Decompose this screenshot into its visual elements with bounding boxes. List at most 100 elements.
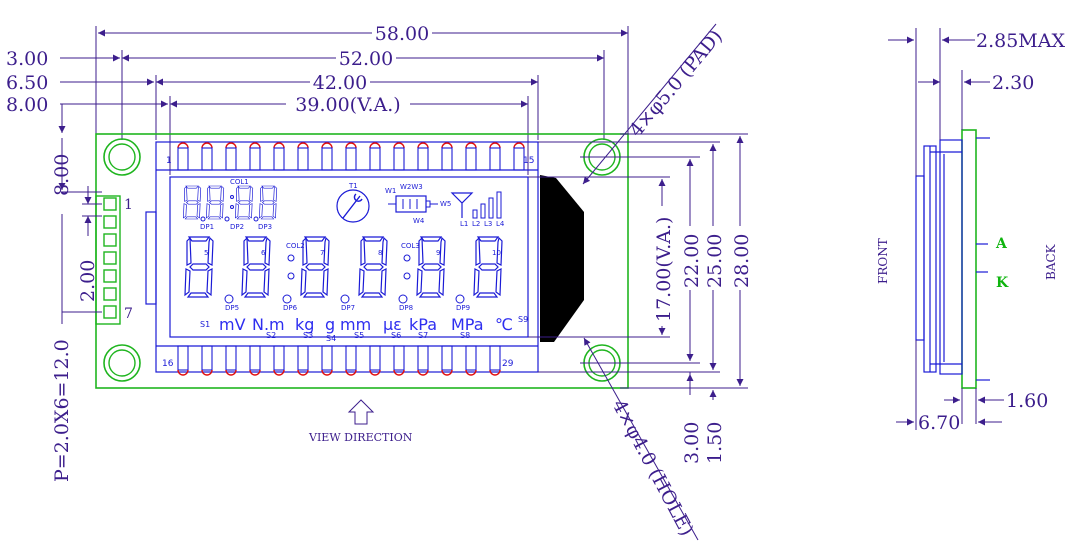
dim-3-bottom-label: 3.00 <box>681 422 703 464</box>
dimension-2-85max: 2.85MAX <box>888 30 1065 52</box>
small-digits <box>183 185 278 220</box>
l3-label: L3 <box>484 220 492 228</box>
unit-mpa: MPa <box>451 315 484 334</box>
dp1-label: DP1 <box>200 223 214 231</box>
w2w3-label: W2W3 <box>400 183 423 191</box>
view-direction-label: VIEW DIRECTION <box>308 431 413 444</box>
unit-kg: kg <box>295 315 314 334</box>
unit-nm: N.m <box>252 315 285 334</box>
digit-5-label: 5 <box>204 249 208 257</box>
dimension-22: 22.00 <box>680 159 703 361</box>
l2-label: L2 <box>472 220 480 228</box>
lcd-pin-15-label: 15 <box>523 156 534 166</box>
pad-callout: 4×φ5.0 (PAD) <box>582 23 727 185</box>
dimension-58: 58.00 <box>98 23 628 45</box>
mounting-hole-top-left <box>103 138 141 176</box>
unit-microstrain: με <box>383 315 402 334</box>
dim-39-label: 39.00(V.A.) <box>295 94 400 116</box>
decimal-points <box>224 254 465 304</box>
dim-2-30-label: 2.30 <box>992 72 1034 94</box>
unit-mm: mm <box>340 315 371 334</box>
dimension-17: 17.00(V.A.) <box>652 179 675 335</box>
connector-pin-7-label: 7 <box>124 306 133 322</box>
dim-58-label: 58.00 <box>375 23 429 45</box>
lcd-pins-top <box>177 142 525 171</box>
backlight-pad-column <box>95 195 121 325</box>
dimension-6-5: 6.50 <box>6 72 154 94</box>
mounting-hole-bottom-left <box>103 344 141 382</box>
s9-label: S9 <box>518 315 528 324</box>
dimension-1-60: 1.60 <box>944 390 1048 412</box>
dimension-3-bottom: 3.00 <box>681 372 703 464</box>
dim-25-label: 25.00 <box>704 234 726 288</box>
dp6-label: DP6 <box>283 304 298 312</box>
s1-label: S1 <box>200 320 210 329</box>
cathode-label: K <box>996 275 1009 291</box>
hole-label: 4×φ4.0 (HOLE) <box>608 396 698 540</box>
l1-label: L1 <box>460 220 468 228</box>
connector-pin-1-label: 1 <box>124 197 133 213</box>
backlight-seal-block <box>540 175 584 342</box>
s6-label: S6 <box>391 331 401 340</box>
unit-g: g <box>325 315 335 334</box>
signal-antenna-icon: L1 L2 L3 L4 <box>450 191 505 228</box>
dp8-label: DP8 <box>399 304 413 312</box>
s2-label: S2 <box>266 331 276 340</box>
digit-9-label: 9 <box>436 249 440 257</box>
dim-6-70-label: 6.70 <box>918 412 960 434</box>
dimension-8-left: 8.00 <box>6 94 168 116</box>
back-label: BACK <box>1044 243 1058 280</box>
dp9-label: DP9 <box>456 304 470 312</box>
dim-3-label: 3.00 <box>6 48 48 70</box>
digit-10-label: 10 <box>492 249 501 257</box>
dimension-2-30: 2.30 <box>918 72 1034 94</box>
unit-annunciators: mV N.m kg g mm με kPa MPa ℃ <box>219 315 513 334</box>
s4-label: S4 <box>326 334 336 343</box>
col3-label: COL3 <box>401 242 420 250</box>
dim-2-vertical-label: 2.00 <box>77 260 99 302</box>
dim-1-5-bottom-label: 1.50 <box>704 422 726 464</box>
dimension-25: 25.00 <box>703 144 726 370</box>
s8-label: S8 <box>460 331 470 340</box>
lcd-pin-1-label: 1 <box>166 156 172 166</box>
s5-label: S5 <box>354 331 364 340</box>
dimension-52: 52.00 <box>122 48 604 70</box>
front-label: FRONT <box>876 238 890 284</box>
digit-7-label: 7 <box>320 249 324 257</box>
digit-6-label: 6 <box>261 249 266 257</box>
unit-mv: mV <box>219 315 246 334</box>
dimension-6-70: 6.70 <box>896 412 1002 434</box>
side-view: A K FRONT BACK <box>876 129 1058 389</box>
dimension-28: 28.00 <box>730 136 753 386</box>
dim-42-label: 42.00 <box>313 72 367 94</box>
lcd-pin-29-label: 29 <box>502 359 514 369</box>
dp3-label: DP3 <box>258 223 272 231</box>
pin-pitch-label: P=2.0X6=12.0 <box>51 339 73 482</box>
dim-6-5-label: 6.50 <box>6 72 48 94</box>
lcd-pins-bottom <box>177 345 501 376</box>
pcb-board: 1 7 <box>95 133 629 389</box>
dim-22-label: 22.00 <box>681 234 703 288</box>
w5-label: W5 <box>440 200 451 208</box>
dim-8-vertical-label: 8.00 <box>51 154 73 196</box>
digit-8-label: 8 <box>378 249 382 257</box>
dimension-42: 42.00 <box>156 72 538 94</box>
t1-label: T1 <box>348 182 358 190</box>
col1-label: COL1 <box>230 178 249 186</box>
dim-52-label: 52.00 <box>339 48 393 70</box>
large-digits <box>184 236 503 298</box>
dimension-1-5-bottom: 1.50 <box>704 390 726 464</box>
dim-1-60-label: 1.60 <box>1006 390 1048 412</box>
dim-2-85max-label: 2.85MAX <box>976 30 1065 52</box>
dimension-39: 39.00(V.A.) <box>170 94 528 116</box>
view-direction-indicator: VIEW DIRECTION <box>308 399 413 444</box>
l4-label: L4 <box>496 220 505 228</box>
dim-8-left-label: 8.00 <box>6 94 48 116</box>
pad-label: 4×φ5.0 (PAD) <box>625 26 727 142</box>
lcd-pin-16-label: 16 <box>162 359 174 369</box>
w4-label: W4 <box>413 217 425 225</box>
s-segment-labels: S1 S2 S3 S4 S5 S6 S7 S8 S9 <box>200 315 528 343</box>
col2-label: COL2 <box>286 242 305 250</box>
s3-label: S3 <box>303 331 313 340</box>
dim-17-label: 17.00(V.A.) <box>653 217 675 322</box>
